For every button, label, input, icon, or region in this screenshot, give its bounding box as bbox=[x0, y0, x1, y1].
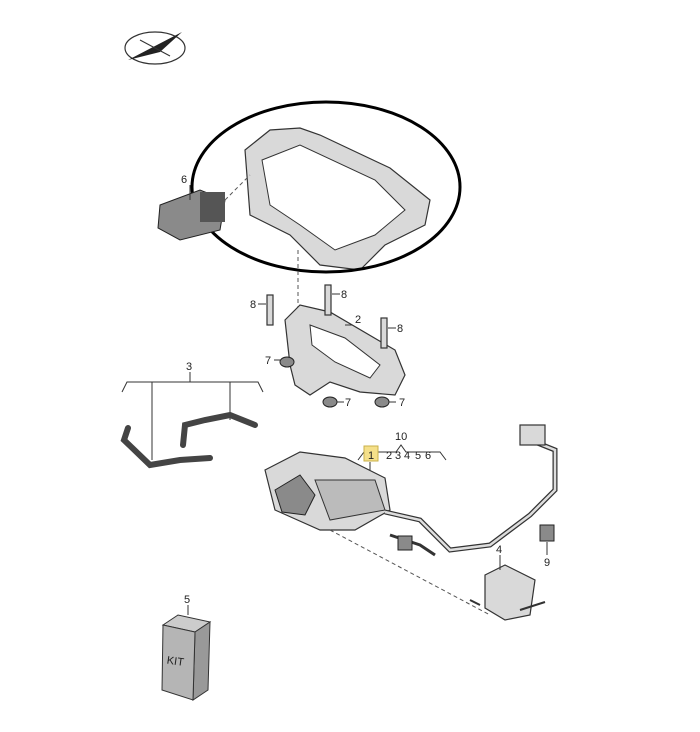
callout-10-sub-2: 2 bbox=[386, 450, 392, 462]
callout-10: 10 bbox=[395, 431, 407, 443]
part-4-bracket[interactable] bbox=[469, 564, 546, 621]
callout-5: 5 bbox=[184, 594, 190, 606]
part-5-kit-box[interactable]: KIT bbox=[161, 614, 212, 701]
highlight-circle bbox=[190, 100, 462, 274]
nut-7-c bbox=[374, 396, 390, 408]
sensor-end-fitting bbox=[519, 424, 546, 446]
callout-7-c: 7 bbox=[399, 397, 405, 409]
part-3-hose-left[interactable] bbox=[120, 425, 213, 469]
callout-8-right: 8 bbox=[397, 323, 403, 335]
bolt-8-left bbox=[266, 294, 274, 326]
part-9-connector[interactable] bbox=[539, 524, 555, 542]
bolt-8-middle bbox=[324, 284, 332, 316]
part-1-compressor[interactable] bbox=[264, 451, 391, 531]
compass-logo-icon bbox=[124, 31, 186, 65]
part-6-mount[interactable] bbox=[157, 189, 226, 241]
part-3-hose-right[interactable] bbox=[180, 411, 258, 448]
bolt-8-right bbox=[380, 317, 388, 349]
callout-10-sub-3: 3 bbox=[395, 450, 401, 462]
callout-3: 3 bbox=[186, 361, 192, 373]
callout-8-left: 8 bbox=[250, 299, 256, 311]
callout-7-a: 7 bbox=[265, 355, 271, 367]
callout-10-sub-5: 5 bbox=[415, 450, 421, 462]
callout-2: 2 bbox=[355, 314, 361, 326]
callout-10-sub-4: 4 bbox=[404, 450, 410, 462]
callout-6: 6 bbox=[181, 174, 187, 186]
nut-7-b bbox=[322, 396, 338, 408]
callout-7-b: 7 bbox=[345, 397, 351, 409]
callout-8-middle: 8 bbox=[341, 289, 347, 301]
callout-9: 9 bbox=[544, 557, 550, 569]
kit-label: KIT bbox=[166, 655, 185, 669]
subframe-part[interactable] bbox=[244, 127, 431, 271]
callout-1: 1 bbox=[368, 450, 374, 462]
air-line[interactable] bbox=[384, 437, 558, 553]
highlight-box-1 bbox=[363, 445, 379, 462]
callout-4: 4 bbox=[496, 544, 502, 556]
nut-7-a bbox=[279, 356, 295, 368]
callout-10-sub-6: 6 bbox=[425, 450, 431, 462]
